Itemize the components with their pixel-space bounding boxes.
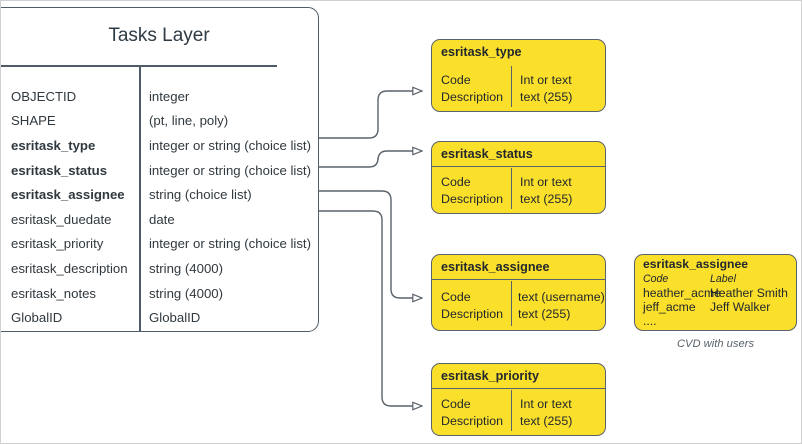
domain-right-column: Int or text text (255) — [520, 396, 572, 429]
tasks-layer-column-divider — [139, 65, 141, 332]
domain-row-value: text (255) — [518, 306, 571, 321]
domain-box-esritask-assignee[interactable]: esritask_assignee Code Description text … — [431, 254, 606, 331]
table-row[interactable]: OBJECTID integer — [1, 84, 318, 109]
domain-row-label: Description — [441, 89, 503, 104]
field-name: esritask_status — [11, 162, 108, 178]
domain-box-esritask-type[interactable]: esritask_type Code Description Int or te… — [431, 39, 606, 112]
domain-column-divider — [511, 168, 513, 209]
table-row[interactable]: esritask_type integer or string (choice … — [1, 133, 318, 158]
table-row[interactable]: esritask_priority integer or string (cho… — [1, 232, 318, 257]
cvd-cell-code: .... — [643, 314, 657, 328]
field-name: esritask_type — [11, 137, 96, 153]
table-row[interactable]: esritask_status integer or string (choic… — [1, 158, 318, 183]
domain-right-column: text (username) text (255) — [518, 289, 605, 322]
domain-row-value: text (255) — [520, 413, 573, 428]
domain-row-value: Int or text — [520, 175, 572, 189]
domain-row-label: Code — [441, 73, 471, 87]
domain-title: esritask_priority — [441, 369, 540, 383]
domain-title: esritask_type — [441, 45, 522, 59]
cvd-caption: CVD with users — [676, 338, 755, 350]
field-type: integer — [149, 88, 190, 104]
field-type: date — [149, 211, 175, 227]
tasks-layer-field-list: OBJECTID integer SHAPE (pt, line, poly) … — [1, 84, 318, 330]
connector-to-type — [319, 91, 422, 139]
domain-title-divider — [432, 388, 605, 390]
tasks-layer-entity[interactable]: Tasks Layer OBJECTID integer SHAPE (pt, … — [1, 7, 319, 332]
field-type: integer or string (choice list) — [149, 162, 311, 178]
field-name: esritask_assignee — [11, 187, 125, 203]
domain-title: esritask_status — [441, 147, 533, 161]
domain-row-value: Int or text — [520, 397, 572, 411]
domain-left-column: Code Description — [441, 289, 503, 322]
table-row[interactable]: esritask_duedate date — [1, 207, 318, 232]
domain-row-value: text (255) — [520, 89, 573, 104]
domain-row-value: text (255) — [520, 191, 573, 206]
field-name: esritask_duedate — [11, 211, 112, 227]
domain-row-label: Code — [441, 397, 471, 411]
field-type: GlobalID — [149, 310, 201, 326]
cvd-sample-box[interactable]: esritask_assignee Code Label heather_acm… — [634, 254, 797, 331]
table-row[interactable]: esritask_assignee string (choice list) — [1, 182, 318, 207]
domain-row-value: Int or text — [520, 73, 572, 87]
cvd-cell-code: heather_acme — [643, 286, 721, 300]
domain-column-divider — [511, 281, 513, 326]
cvd-column-header-label: Label — [710, 273, 736, 285]
field-name: OBJECTID — [11, 88, 77, 104]
domain-row-value: text (username) — [518, 290, 605, 304]
domain-right-column: Int or text text (255) — [520, 174, 572, 207]
domain-row-label: Code — [441, 175, 471, 189]
connector-to-status — [319, 151, 422, 168]
tasks-layer-title: Tasks Layer — [108, 25, 210, 46]
domain-left-column: Code Description — [441, 174, 503, 207]
domain-row-label: Description — [441, 306, 503, 321]
field-type: string (choice list) — [149, 187, 252, 203]
domain-row-label: Code — [441, 290, 471, 304]
field-name: esritask_notes — [11, 285, 97, 301]
field-name: GlobalID — [11, 310, 63, 326]
domain-right-column: Int or text text (255) — [520, 72, 572, 105]
domain-box-esritask-status[interactable]: esritask_status Code Description Int or … — [431, 141, 606, 214]
table-row[interactable]: GlobalID GlobalID — [1, 305, 318, 330]
cvd-column-header-code: Code — [643, 273, 669, 285]
table-row[interactable]: esritask_notes string (4000) — [1, 281, 318, 306]
domain-title: esritask_assignee — [441, 260, 550, 274]
field-type: integer or string (choice list) — [149, 137, 311, 153]
connector-to-priority — [319, 210, 422, 406]
field-name: esritask_priority — [11, 236, 104, 252]
domain-title-divider — [432, 166, 605, 168]
cvd-cell-code: jeff_acme — [643, 300, 696, 314]
table-row[interactable]: esritask_description string (4000) — [1, 256, 318, 281]
field-name: SHAPE — [11, 113, 56, 129]
domain-row-label: Description — [441, 191, 503, 206]
field-type: (pt, line, poly) — [149, 113, 229, 129]
cvd-cell-label: Jeff Walker — [710, 300, 771, 314]
table-row[interactable]: SHAPE (pt, line, poly) — [1, 109, 318, 134]
domain-title-divider — [432, 279, 605, 281]
cvd-title: esritask_assignee — [643, 257, 749, 271]
domain-left-column: Code Description — [441, 72, 503, 105]
domain-left-column: Code Description — [441, 396, 503, 429]
cvd-cell-label: Heather Smith — [710, 286, 788, 300]
field-type: integer or string (choice list) — [149, 236, 311, 252]
field-type: string (4000) — [149, 260, 224, 276]
domain-box-esritask-priority[interactable]: esritask_priority Code Description Int o… — [431, 363, 606, 436]
domain-column-divider — [511, 390, 513, 431]
field-type: string (4000) — [149, 285, 224, 301]
field-name: esritask_description — [11, 260, 128, 276]
connector-to-assignee — [319, 190, 422, 298]
domain-row-label: Description — [441, 413, 503, 428]
domain-column-divider — [511, 66, 513, 107]
